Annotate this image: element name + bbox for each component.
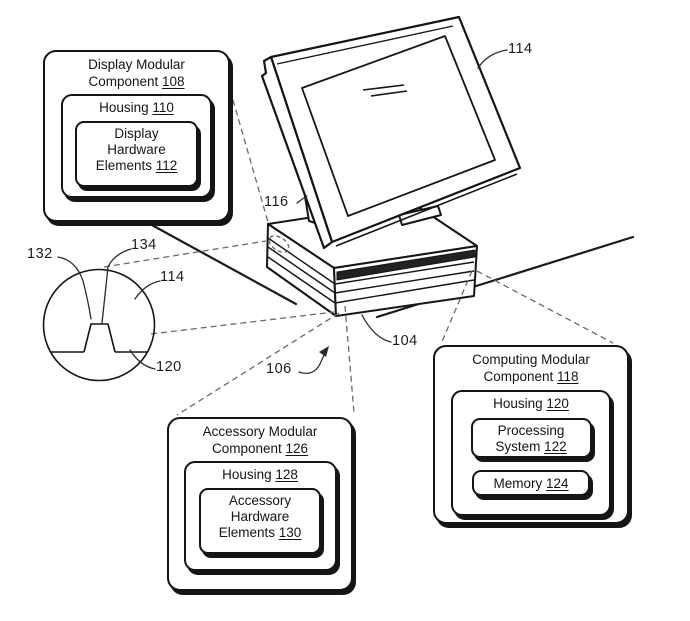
memory-box: Memory 124 bbox=[472, 470, 590, 496]
stand-neck bbox=[398, 205, 442, 226]
display-modular-component-box: Display Modular Component 108 Housing 11… bbox=[43, 50, 230, 222]
display-box-title-line2: Component 108 bbox=[88, 73, 185, 89]
accessory-box-title-line1: Accessory Modular bbox=[202, 424, 318, 439]
leader-114-monitor bbox=[477, 49, 508, 69]
ref-122: 122 bbox=[544, 439, 567, 454]
computing-housing-label: Housing 120 bbox=[493, 396, 569, 411]
arrowhead-106 bbox=[319, 346, 329, 357]
ref-130: 130 bbox=[278, 525, 302, 540]
computing-modular-component-box: Computing Modular Component 118 Housing … bbox=[433, 345, 629, 524]
display-elements-line2: Hardware bbox=[107, 142, 166, 157]
display-elements-line1: Display bbox=[114, 126, 159, 141]
accessory-housing-label: Housing 128 bbox=[222, 467, 298, 482]
computing-housing-box: Housing 120 Processing System 122 Memory… bbox=[451, 390, 611, 516]
detail-circle bbox=[42, 268, 156, 382]
ref-104-base: 104 bbox=[392, 333, 418, 349]
ref-110: 110 bbox=[152, 100, 174, 115]
ref-120: 120 bbox=[546, 396, 569, 411]
processing-line2: System 122 bbox=[495, 439, 567, 454]
accessory-hardware-elements-box: Accessory Hardware Elements 130 bbox=[199, 488, 321, 554]
leader-116 bbox=[296, 195, 308, 204]
processing-line1: Processing bbox=[497, 423, 565, 438]
display-housing-box: Housing 110 Display Hardware Elements 11… bbox=[61, 94, 212, 198]
computing-box-title-line2: Component 118 bbox=[483, 368, 579, 384]
ref-132-section: 132 bbox=[27, 246, 53, 262]
accessory-housing-box: Housing 128 Accessory Hardware Elements … bbox=[183, 461, 337, 571]
ref-120-section: 120 bbox=[156, 359, 182, 375]
accessory-elements-line1: Accessory bbox=[228, 493, 292, 508]
dash-displaybox-to-base bbox=[232, 99, 269, 223]
accessory-elements-line3: Elements 130 bbox=[218, 525, 302, 540]
accessory-modular-component-box: Accessory Modular Component 126 Housing … bbox=[167, 417, 353, 591]
leader-134 bbox=[101, 248, 132, 324]
display-box-title-line1: Display Modular bbox=[88, 57, 185, 72]
dashed-connector-lines bbox=[103, 99, 614, 416]
display-box-title: Display Modular Component 108 bbox=[45, 52, 228, 90]
monitor-top-inset-line bbox=[276, 25, 454, 65]
dash-circle-to-oval bbox=[103, 240, 267, 268]
accessory-box-title-line2: Component 126 bbox=[211, 440, 309, 456]
base-layer-seams bbox=[267, 237, 475, 304]
computing-box-title-line1: Computing Modular bbox=[472, 352, 590, 367]
dash-baseright-to-computing-right bbox=[476, 270, 614, 344]
accessory-box-title: Accessory Modular Component 126 bbox=[169, 419, 351, 457]
leader-114-section bbox=[134, 280, 161, 300]
memory-label: Memory 124 bbox=[493, 476, 569, 491]
ref-124: 124 bbox=[546, 476, 569, 491]
ref-118: 118 bbox=[557, 368, 579, 384]
base-right-face bbox=[333, 245, 478, 317]
dash-basecorner-to-accessory-right bbox=[344, 305, 355, 414]
ref-126: 126 bbox=[285, 440, 309, 456]
accessory-elements-line2: Hardware bbox=[230, 509, 290, 524]
monitor-bottom-edge bbox=[335, 173, 518, 247]
ref-134-section: 134 bbox=[131, 237, 157, 253]
ref-112: 112 bbox=[155, 158, 178, 173]
ref-116-hinge: 116 bbox=[264, 194, 289, 210]
ref-114-monitor: 114 bbox=[508, 41, 533, 57]
display-elements-line3: Elements 112 bbox=[95, 158, 178, 173]
leader-132 bbox=[57, 256, 92, 320]
cross-section-circle bbox=[42, 268, 156, 382]
section-key-trapezoid bbox=[83, 323, 116, 353]
leader-104 bbox=[361, 314, 392, 343]
ref-114-section: 114 bbox=[160, 269, 185, 285]
base-groove-band bbox=[336, 249, 476, 281]
dash-circle-to-basecorner bbox=[150, 311, 335, 335]
processing-system-box: Processing System 122 bbox=[470, 418, 592, 458]
display-hardware-elements-box: Display Hardware Elements 112 bbox=[75, 121, 198, 187]
dash-basecorner-to-accessory-left bbox=[176, 312, 340, 416]
screen-reflection-marks bbox=[362, 84, 408, 97]
ref-108: 108 bbox=[162, 73, 185, 89]
leader-106-arrow bbox=[298, 350, 327, 375]
monitor-screen-bezel bbox=[301, 35, 496, 217]
computing-box-title: Computing Modular Component 118 bbox=[435, 347, 627, 385]
monitor-left-thickness bbox=[260, 55, 334, 250]
monitor bbox=[260, 15, 522, 250]
ref-106-device: 106 bbox=[266, 361, 292, 377]
ref-128: 128 bbox=[275, 467, 298, 482]
dash-baseright-to-computing-left bbox=[440, 270, 473, 345]
leader-lines bbox=[57, 49, 508, 375]
desk-edge-left bbox=[148, 222, 298, 306]
seam-detail-oval bbox=[268, 235, 290, 253]
display-housing-label: Housing 110 bbox=[99, 100, 174, 115]
leader-120-section bbox=[129, 349, 156, 370]
